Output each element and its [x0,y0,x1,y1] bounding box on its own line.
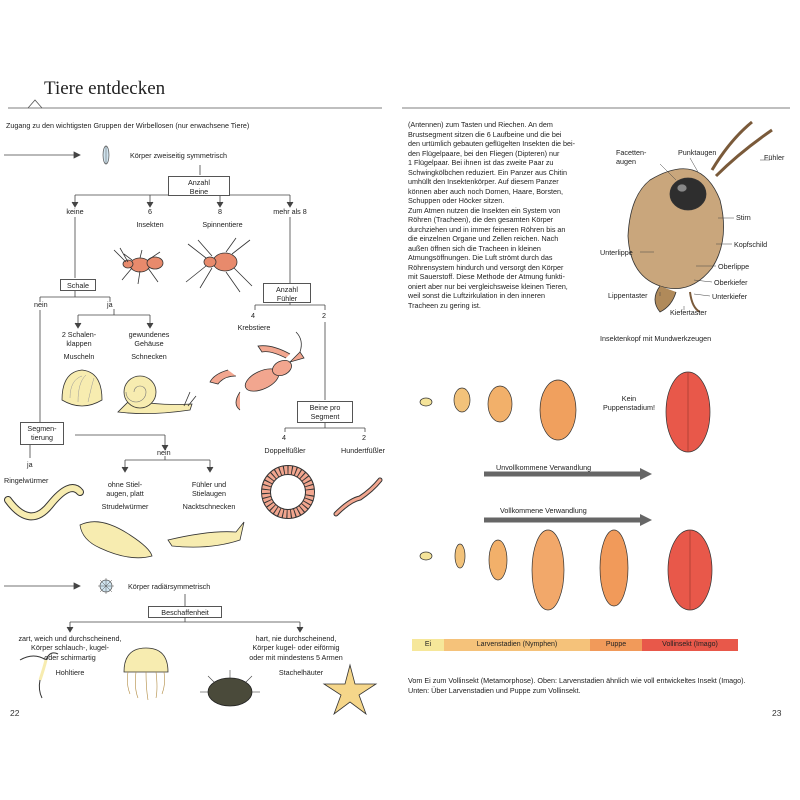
soft-body-label: zart, weich und durchscheinend, Körper s… [18,634,122,662]
head-caption: Insektenkopf mit Mundwerkzeugen [600,334,712,343]
flatworms-label: Strudelwürmer [101,502,149,511]
maxilla-label: Unterkiefer [712,292,748,301]
segment-2-label: 2 [362,433,366,442]
stage-larvae: Larvenstadien (Nymphen) [444,639,590,651]
legs-count-box: Anzahl Beine [168,176,230,196]
mussels-label: Muscheln [63,352,95,361]
no-pupa-label: Kein Puppenstadium! [603,394,655,413]
key-subtitle: Zugang zu den wichtigsten Gruppen der Wi… [6,121,250,130]
spiders-label: Spinnentiere [202,220,243,229]
radial-label: Körper radiärsymmetrisch [128,582,211,591]
stage-pupa: Puppe [590,639,642,651]
insects-label: Insekten [136,220,164,229]
cnidarians-label: Hohltiere [55,668,85,677]
legs-8-label: 8 [218,207,222,216]
ocelli-label: Punktaugen [678,148,717,157]
upper-lip-label: Oberlippe [718,262,750,271]
shell-yes-label: ja [107,300,113,309]
antennae-4-label: 4 [251,311,255,320]
hard-body-label: hart, nie durchscheinend, Körper kugel- … [249,634,343,662]
head-shield-label: Kopfschild [734,240,768,249]
facet-eyes-label: Facetten- augen [616,148,647,167]
two-valves-label: 2 Schalen- klappen [61,330,97,349]
legs-none-label: keine [66,207,84,216]
page-number-right: 23 [772,708,782,718]
ringworms-label: Ringelwürmer [4,476,49,485]
segmentation-box: Segmen- tierung [20,422,64,445]
coiled-shell-label: gewundenes Gehäuse [128,330,170,349]
lower-lip-label: Unterlippe [600,248,633,257]
body-text: (Antennen) zum Tasten und Riechen. An de… [408,120,576,310]
centipedes-label: Hundertfüßler [341,446,385,455]
antenna-label: Fühler [764,153,785,162]
slugs-label: Nacktschnecken [182,502,236,511]
forehead-label: Stirn [736,213,751,222]
antennae-count-box: Anzahl Fühler [263,283,311,303]
segment-no-label: nein [157,448,171,457]
labial-palp-label: Lippentaster [608,291,648,300]
page-title: Tiere entdecken [44,78,166,99]
legs-per-segment-box: Beine pro Segment [297,401,353,423]
echinoderms-label: Stachelhäuter [278,668,324,677]
page-number-left: 22 [10,708,20,718]
stage-imago: Vollinsekt (Imago) [642,639,738,651]
antennae-2-label: 2 [322,311,326,320]
shell-box: Schale [60,279,96,291]
segment-4-label: 4 [282,433,286,442]
maxillary-palp-label: Kiefertaster [670,308,707,317]
complete-metamorphosis-label: Vollkommene Verwandlung [500,506,587,515]
metamorphosis-caption: Vom Ei zum Vollinsekt (Metamorphose). Ob… [408,676,746,695]
stage-egg: Ei [412,639,444,651]
shell-no-label: nein [34,300,48,309]
feelers-stalk-eyes-label: Fühler und Stielaugen [191,480,227,499]
mandible-label: Oberkiefer [714,278,748,287]
bilateral-label: Körper zweiseitig symmetrisch [130,151,228,160]
legs-6-label: 6 [148,207,152,216]
snails-label: Schnecken [131,352,167,361]
legs-more-label: mehr als 8 [273,207,307,216]
no-stalk-eyes-label: ohne Stiel- augen, platt [106,480,144,499]
millipedes-label: Doppelfüßler [264,446,306,455]
crabs-label: Krebstiere [237,323,271,332]
incomplete-metamorphosis-label: Unvollkommene Verwandlung [496,463,592,472]
texture-box: Beschaffenheit [148,606,222,618]
segment-yes-label: ja [27,460,33,469]
